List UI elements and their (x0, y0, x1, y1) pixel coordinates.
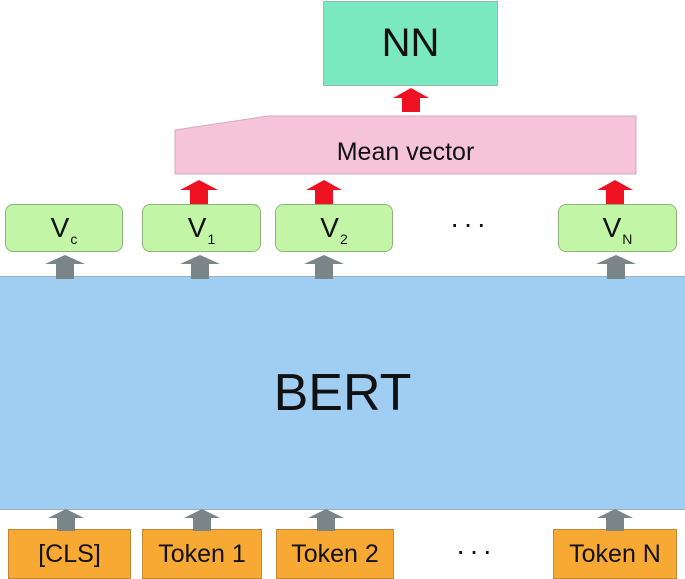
vector-ellipsis: ··· (450, 208, 490, 239)
token-label: [CLS] (38, 539, 101, 568)
vector-main: V (50, 212, 70, 243)
vector-subscript: 1 (207, 231, 216, 247)
token-2: Token 2 (276, 529, 394, 579)
mean-vector: Mean vector (175, 130, 636, 174)
vector-main: V (187, 212, 207, 243)
token-1: Token 1 (142, 529, 262, 579)
token-cls: [CLS] (8, 529, 131, 579)
bert-block: BERT (0, 276, 685, 510)
bert-label: BERT (273, 364, 412, 422)
token-label: Token N (569, 539, 661, 568)
mean-vector-label: Mean vector (336, 137, 475, 166)
vector-subscript: N (622, 231, 633, 247)
nn-label: NN (381, 21, 440, 65)
vector-main: V (602, 212, 622, 243)
nn-box: NN (323, 1, 498, 86)
token-label: Token 2 (291, 539, 379, 568)
vector-subscript: c (70, 231, 78, 247)
token-n: Token N (553, 529, 677, 579)
token-ellipsis: ··· (456, 535, 496, 566)
token-label: Token 1 (158, 539, 246, 568)
vector-subscript: 2 (339, 231, 348, 247)
vector-main: V (320, 212, 339, 243)
